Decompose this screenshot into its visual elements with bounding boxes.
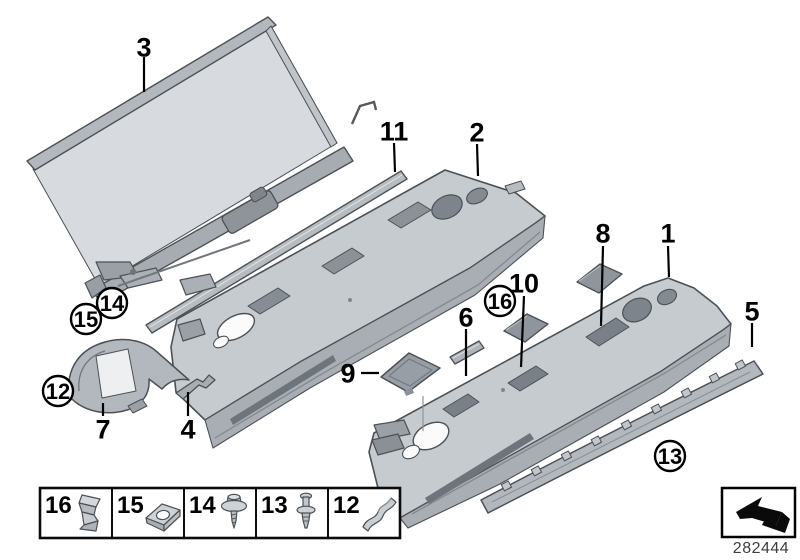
- circled-callout-14[interactable]: 14: [95, 286, 129, 320]
- footer: 282444: [720, 486, 797, 557]
- callout-leader-11: [392, 142, 397, 173]
- circled-callout-15[interactable]: 15: [69, 302, 103, 336]
- circled-callout-13[interactable]: 13: [653, 439, 687, 473]
- legend-cell-number: 16: [45, 492, 72, 519]
- legend-cell-16[interactable]: 16: [39, 487, 113, 539]
- circled-callout-ring-14: [95, 286, 129, 320]
- callout-label-5[interactable]: 5: [744, 297, 759, 327]
- callout-2[interactable]: 2: [469, 118, 485, 177]
- circled-callout-ring-12: [41, 374, 75, 408]
- circled-callout-label-15[interactable]: 15: [74, 307, 98, 332]
- part-shelf-2[interactable]: [170, 169, 546, 449]
- legend-cell-12[interactable]: 12: [327, 487, 401, 539]
- diagram-number: 282444: [733, 540, 789, 557]
- legend-cell-frame: [183, 487, 257, 539]
- callout-label-3[interactable]: 3: [136, 33, 151, 63]
- callout-label-11[interactable]: 11: [380, 117, 409, 147]
- callout-8[interactable]: 8: [595, 219, 611, 327]
- part-trim-5[interactable]: [480, 359, 764, 514]
- legend-cell-15[interactable]: 15: [111, 487, 185, 539]
- part-shelf-1[interactable]: [368, 277, 732, 529]
- callout-label-9[interactable]: 9: [340, 359, 355, 389]
- legend-cell-number: 15: [117, 492, 144, 519]
- circled-callout-ring-13: [653, 439, 687, 473]
- callout-5[interactable]: 5: [744, 297, 760, 348]
- legend-cell-13[interactable]: 13: [255, 487, 329, 539]
- callout-leader-10: [519, 295, 526, 368]
- legend-table: 16 15 14 13 12: [38, 486, 402, 540]
- legend-cell-number: 13: [261, 492, 288, 519]
- callout-11[interactable]: 11: [380, 117, 409, 173]
- circled-callout-12[interactable]: 12: [41, 374, 75, 408]
- circled-callout-label-14[interactable]: 14: [100, 291, 125, 316]
- part-sun-blind-3[interactable]: [26, 16, 378, 304]
- callout-leader-2: [475, 143, 480, 177]
- circled-callout-16[interactable]: 16: [483, 284, 517, 318]
- footer-logo-box: [720, 486, 797, 539]
- circled-callout-label-12[interactable]: 12: [46, 379, 70, 404]
- callout-6[interactable]: 6: [458, 303, 474, 377]
- callout-leader-1: [666, 245, 671, 278]
- part-cover-10[interactable]: [503, 313, 549, 343]
- callout-9[interactable]: 9: [340, 359, 379, 389]
- trim-5-clips: [500, 359, 747, 492]
- callout-label-2[interactable]: 2: [469, 118, 484, 148]
- callout-3[interactable]: 3: [136, 33, 152, 93]
- legend-cell-number: 12: [333, 492, 360, 519]
- arrow-logo-icon: [736, 497, 790, 533]
- part-trim-7[interactable]: [67, 338, 190, 414]
- callout-label-6[interactable]: 6: [458, 303, 473, 333]
- part-strip-11[interactable]: [145, 170, 408, 334]
- callout-7[interactable]: 7: [95, 403, 111, 445]
- callout-label-7[interactable]: 7: [95, 415, 110, 445]
- legend-outer-frame: [38, 486, 402, 540]
- circled-callout-label-13[interactable]: 13: [658, 444, 682, 469]
- callout-label-1[interactable]: 1: [660, 219, 675, 249]
- blind-motor: [221, 186, 279, 234]
- callout-leader-8: [599, 245, 605, 327]
- circled-callout-label-16[interactable]: 16: [488, 289, 512, 314]
- part-cover-9[interactable]: [380, 352, 441, 396]
- circled-callout-ring-16: [483, 284, 517, 318]
- callout-label-4[interactable]: 4: [180, 415, 195, 445]
- callout-4[interactable]: 4: [180, 392, 196, 445]
- callout-1[interactable]: 1: [660, 219, 676, 278]
- circled-callout-ring-15: [69, 302, 103, 336]
- part-cover-8[interactable]: [576, 263, 623, 294]
- legend-cell-14[interactable]: 14: [183, 487, 257, 539]
- legend-cell-number: 14: [189, 492, 216, 519]
- callout-label-8[interactable]: 8: [595, 219, 610, 249]
